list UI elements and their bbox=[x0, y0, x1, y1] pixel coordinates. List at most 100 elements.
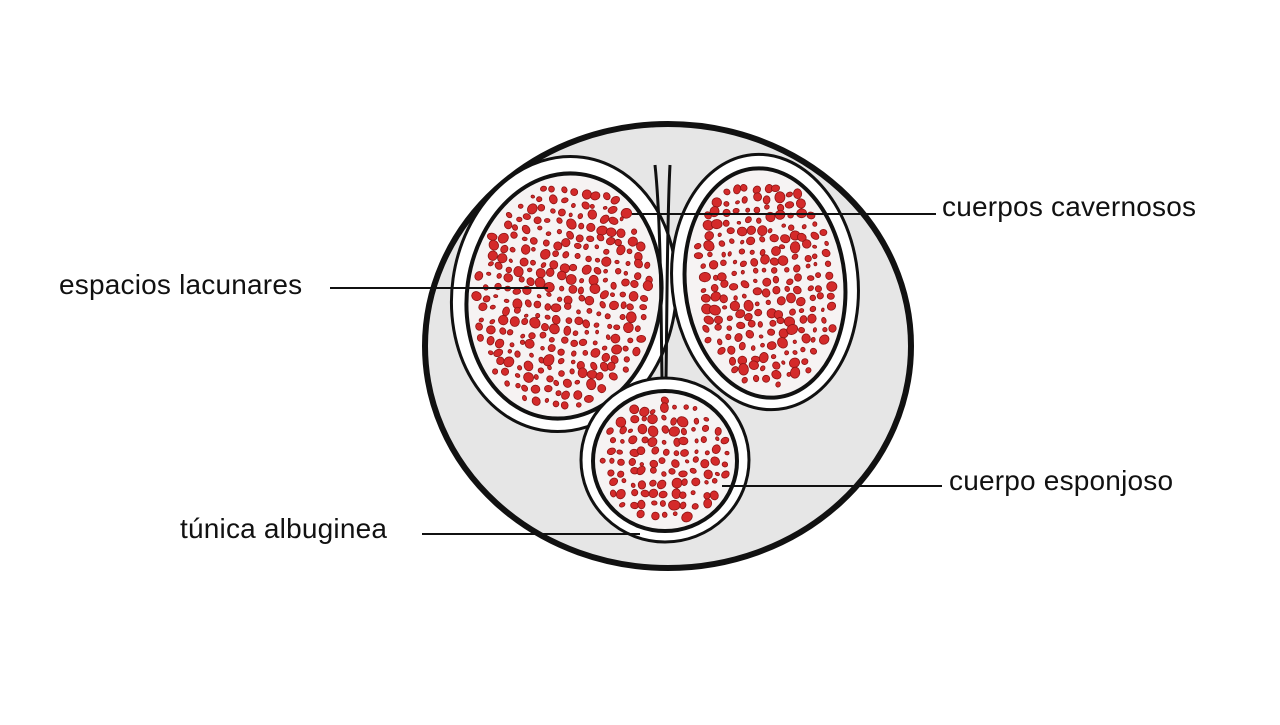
lacuna bbox=[769, 233, 779, 243]
lacuna bbox=[703, 469, 713, 480]
lacuna bbox=[691, 426, 696, 432]
lacuna bbox=[558, 370, 565, 377]
lacuna bbox=[521, 224, 531, 235]
lacuna bbox=[627, 428, 633, 433]
lacuna bbox=[801, 333, 811, 344]
lacuna bbox=[599, 361, 609, 372]
lacuna bbox=[584, 394, 594, 403]
lacuna bbox=[493, 294, 499, 299]
lacuna bbox=[540, 345, 545, 351]
lacuna bbox=[759, 365, 766, 372]
label-cuerpos-cavernosos: cuerpos cavernosos bbox=[942, 191, 1197, 222]
lacuna bbox=[691, 503, 699, 510]
lacuna bbox=[505, 212, 513, 219]
lacuna bbox=[505, 266, 512, 274]
lacuna bbox=[690, 490, 696, 496]
lacuna bbox=[746, 236, 756, 246]
lacuna bbox=[614, 238, 622, 247]
lacuna bbox=[680, 427, 687, 436]
lacuna bbox=[767, 228, 773, 234]
lacuna bbox=[615, 268, 622, 275]
lacuna bbox=[703, 417, 710, 422]
lacuna bbox=[589, 203, 595, 209]
lacuna bbox=[753, 192, 763, 202]
lacuna bbox=[700, 293, 711, 303]
lacuna bbox=[596, 311, 602, 317]
lacuna bbox=[632, 346, 641, 357]
lacuna bbox=[754, 308, 763, 317]
lacuna bbox=[590, 361, 598, 371]
lacuna bbox=[710, 219, 723, 230]
lacuna bbox=[478, 317, 484, 323]
lacuna bbox=[609, 437, 617, 444]
lacuna bbox=[826, 292, 835, 300]
lacuna bbox=[610, 355, 619, 364]
lacuna bbox=[815, 272, 822, 279]
lacuna bbox=[701, 424, 710, 432]
lacuna bbox=[729, 238, 735, 244]
lacuna bbox=[719, 294, 728, 304]
lacuna bbox=[780, 234, 791, 244]
lacuna bbox=[672, 511, 678, 517]
lacuna bbox=[518, 276, 525, 283]
lacuna bbox=[521, 236, 528, 242]
lacuna bbox=[784, 201, 795, 209]
lacuna bbox=[717, 232, 722, 238]
lacuna bbox=[754, 301, 760, 307]
lacuna bbox=[581, 201, 590, 210]
lacuna bbox=[700, 263, 706, 269]
lacuna bbox=[478, 302, 488, 312]
lacuna bbox=[648, 488, 659, 499]
lacuna bbox=[636, 509, 645, 519]
lacuna bbox=[523, 360, 534, 372]
lacuna bbox=[668, 468, 676, 475]
lacuna bbox=[720, 259, 727, 267]
lacuna bbox=[661, 471, 667, 477]
lacuna bbox=[813, 261, 818, 267]
lacuna bbox=[715, 436, 720, 441]
lacuna bbox=[668, 499, 681, 511]
lacuna bbox=[809, 347, 818, 355]
lacuna bbox=[570, 339, 578, 348]
lacuna bbox=[550, 208, 556, 214]
lacuna bbox=[819, 334, 830, 345]
lacuna bbox=[700, 288, 707, 293]
lacuna bbox=[623, 356, 630, 363]
lacuna bbox=[620, 439, 625, 444]
lacuna bbox=[637, 423, 648, 435]
lacuna bbox=[726, 227, 735, 235]
lacuna bbox=[681, 511, 693, 523]
lacuna bbox=[514, 373, 521, 378]
label-tunica-albuginea: túnica albuginea bbox=[180, 513, 388, 544]
lacuna bbox=[678, 470, 688, 478]
lacuna bbox=[714, 427, 722, 436]
lacuna bbox=[658, 457, 666, 465]
lacuna bbox=[603, 248, 610, 255]
lacuna bbox=[796, 296, 806, 307]
lacuna bbox=[811, 253, 818, 260]
lacuna bbox=[565, 274, 577, 285]
lacuna bbox=[622, 366, 629, 373]
lacuna bbox=[762, 277, 772, 287]
lacuna bbox=[760, 342, 765, 348]
lacuna bbox=[603, 268, 608, 274]
lacuna bbox=[786, 324, 799, 335]
lacuna bbox=[557, 348, 565, 356]
lacuna bbox=[740, 269, 745, 275]
lacuna bbox=[826, 281, 838, 292]
lacuna bbox=[771, 184, 780, 193]
lacuna bbox=[757, 225, 768, 236]
lacuna bbox=[812, 244, 818, 249]
lacuna bbox=[676, 416, 689, 428]
lacuna bbox=[731, 270, 737, 277]
lacuna bbox=[498, 314, 509, 326]
lacuna bbox=[752, 287, 763, 296]
lacuna bbox=[553, 241, 563, 251]
lacuna bbox=[616, 244, 626, 256]
lacuna bbox=[599, 290, 609, 300]
lacuna bbox=[493, 348, 504, 358]
lacuna bbox=[729, 283, 739, 291]
lacuna bbox=[621, 278, 630, 287]
lacuna bbox=[765, 299, 771, 306]
lacuna bbox=[703, 240, 715, 252]
